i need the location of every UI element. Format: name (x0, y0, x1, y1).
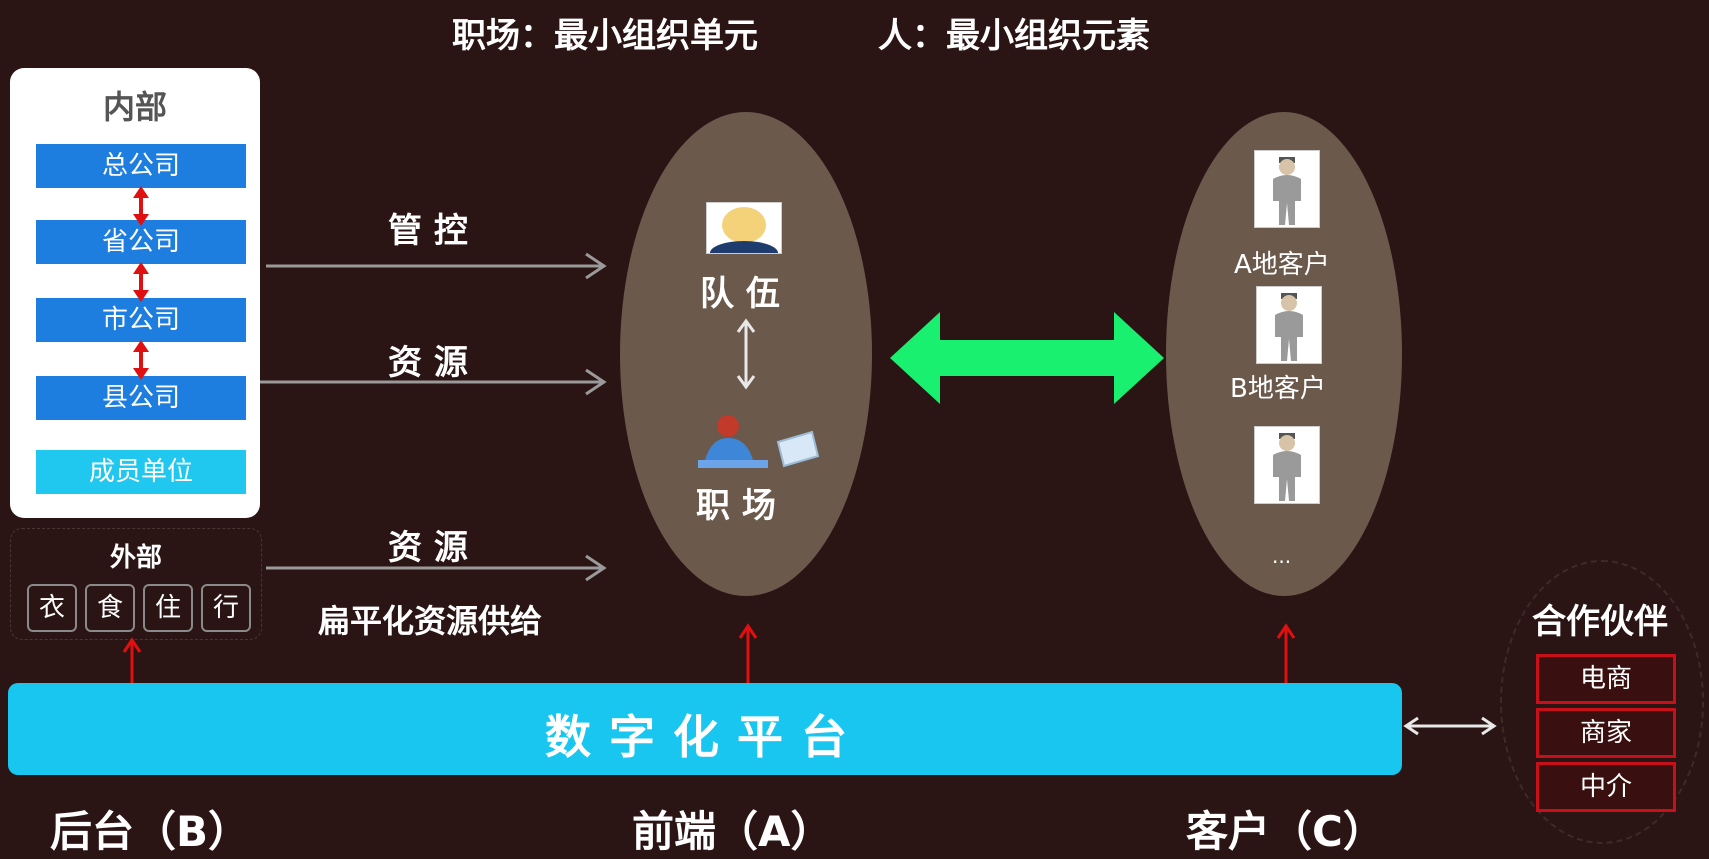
platform-partner-arrow-icon (1403, 716, 1497, 736)
flow-arrows (260, 252, 607, 582)
customer-a-label: A地客户 (1234, 250, 1330, 280)
label-frontend: 前端（A） (632, 807, 833, 856)
control-arrow-head (585, 252, 607, 280)
label-resource-external: 资 源 (388, 528, 468, 568)
person-icon (1273, 157, 1301, 225)
team-icon (710, 207, 778, 265)
resource-arrow-head (585, 368, 607, 396)
internal-panel: 内部 总公司 省公司 市公司 县公司 成员单位 (10, 68, 260, 518)
external-item-food: 食 (85, 584, 135, 632)
customer-a-image (1254, 150, 1320, 228)
partner-title: 合作伙伴 (1532, 602, 1668, 642)
team-label: 队 伍 (700, 274, 780, 314)
green-double-arrow-icon (890, 312, 1164, 404)
label-backend: 后台（B） (50, 807, 251, 856)
supply-arrow-head (585, 554, 607, 582)
team-image (706, 202, 782, 265)
red-double-arrow-icon (133, 340, 149, 380)
internal-title: 内部 (102, 88, 167, 126)
customer-more-image (1254, 426, 1320, 504)
partner-ecommerce: 电商 (1536, 654, 1676, 704)
partner-merchant: 商家 (1536, 708, 1676, 758)
workplace-icon (698, 415, 820, 468)
label-flat-supply: 扁平化资源供给 (318, 602, 543, 640)
external-panel: 外部 衣 食 住 行 (10, 528, 262, 640)
level-county-office: 县公司 (36, 376, 246, 420)
platform-label: 数字化平台 (545, 710, 865, 764)
external-item-housing: 住 (143, 584, 193, 632)
label-resource: 资 源 (388, 343, 468, 383)
external-item-clothing: 衣 (27, 584, 77, 632)
label-control: 管 控 (388, 211, 468, 251)
partner-circle (1500, 560, 1704, 844)
title-person: 人：最小组织元素 (878, 16, 1150, 56)
person-icon (1275, 293, 1303, 361)
person-icon (1273, 433, 1301, 501)
customer-more-label: ... (1272, 544, 1292, 568)
label-customer: 客户（C） (1186, 807, 1385, 856)
red-double-arrow-icon (133, 262, 149, 302)
customer-b-image (1256, 286, 1322, 364)
level-province-office: 省公司 (36, 220, 246, 264)
workplace-label: 职 场 (696, 486, 776, 526)
digital-platform-bar: 数字化平台 (8, 683, 1402, 775)
red-up-arrow-icon (738, 623, 758, 684)
external-title: 外部 (109, 543, 162, 573)
level-city-office: 市公司 (36, 298, 246, 342)
partner-agency: 中介 (1536, 762, 1676, 812)
customer-b-label: B地客户 (1230, 374, 1326, 404)
white-double-arrow-icon (736, 318, 756, 390)
external-item-travel: 行 (201, 584, 251, 632)
red-double-arrow-icon (133, 186, 149, 226)
red-up-arrow-icon (1276, 623, 1296, 684)
member-unit: 成员单位 (36, 450, 246, 494)
level-head-office: 总公司 (36, 144, 246, 188)
title-workplace: 职场：最小组织单元 (452, 16, 758, 56)
